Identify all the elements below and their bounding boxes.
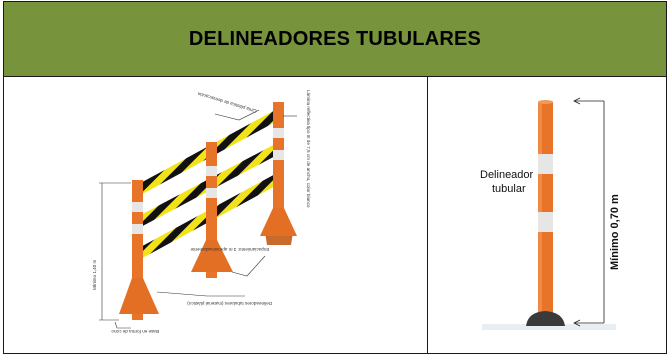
delineator-array-figure: Cinta plástica de demarcación Lámina ref… <box>7 80 424 350</box>
delineator-post-front <box>119 180 159 320</box>
tubular-label: tubular <box>492 183 526 195</box>
height-dimension <box>573 97 605 327</box>
height-label: Mínimo 0,70 m <box>609 194 621 270</box>
callout-base: Base en forma de cono <box>111 329 159 334</box>
callout-cinta: Cinta plástica de demarcación <box>197 91 258 114</box>
callout-spacing: Espaciamiento: 3 m aproximadamente <box>190 247 269 252</box>
callout-lamina: Lámina reflectiva tipo III de 7,5 cm de … <box>306 90 311 208</box>
delineator-post <box>526 100 565 326</box>
delineador-label: Delineador <box>480 169 534 181</box>
delineator-post-back <box>260 102 297 245</box>
table-header: DELINEADORES TUBULARES <box>4 2 666 77</box>
rubber-base <box>526 311 565 326</box>
delineator-post-middle <box>191 142 233 278</box>
column-divider <box>427 77 428 353</box>
callout-height: Mínimo 1,40 m <box>92 259 97 290</box>
single-delineator-figure: Delineador tubular Mínimo 0,70 m <box>430 80 664 350</box>
ground-strip <box>482 324 616 330</box>
callout-delineators: Delineadores tubulares (material plástic… <box>187 301 272 306</box>
table-title: DELINEADORES TUBULARES <box>188 27 482 50</box>
table-frame: DELINEADORES TUBULARES <box>3 1 667 354</box>
